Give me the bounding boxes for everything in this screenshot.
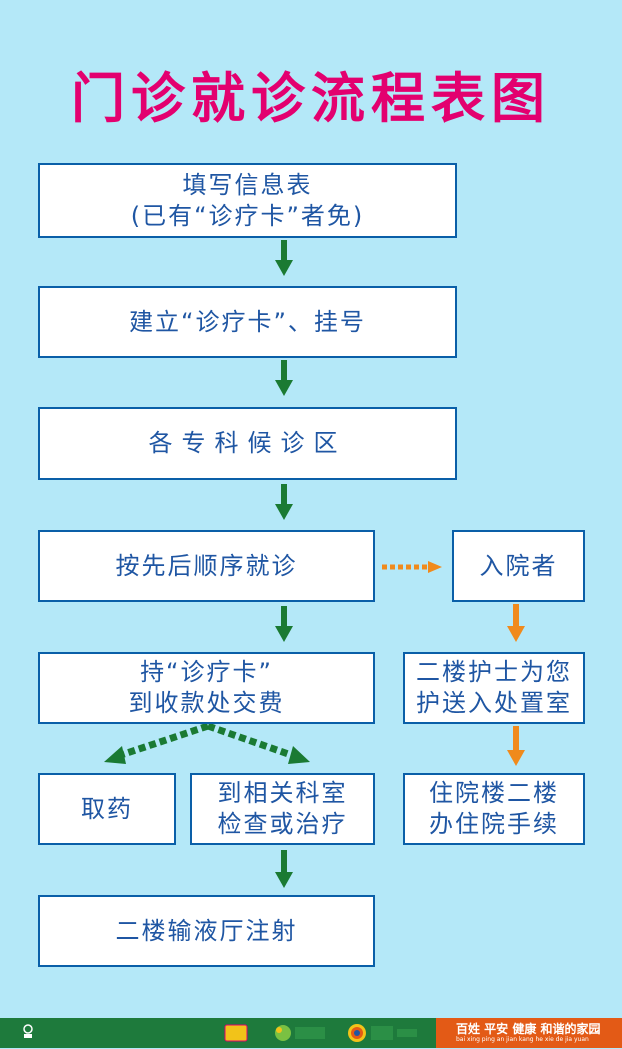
- step-nurse-escort-line1: 二楼护士为您: [416, 658, 572, 686]
- step-infusion: 二楼输液厅注射: [38, 895, 375, 967]
- footer-right-band: 百姓 平安 健康 和谐的家园 bai xing ping an jian kan…: [436, 1018, 622, 1048]
- step-fill-form-line1: 填写信息表: [182, 170, 313, 199]
- step-inpatient-line2: 办住院手续: [429, 810, 559, 838]
- step-fill-form-line2: (已有“诊疗卡”者免): [130, 201, 365, 230]
- step-nurse-escort: 二楼护士为您 护送入处置室: [403, 652, 585, 724]
- page-title: 门诊就诊流程表图: [71, 67, 551, 130]
- arrow-down-2: [275, 360, 293, 396]
- arrow-down-orange-2: [507, 726, 525, 766]
- step-dept-wait: 各专科候诊区: [38, 407, 457, 480]
- arrow-diagonal-left: [104, 722, 210, 764]
- arrow-right-orange: [382, 561, 442, 573]
- footer-slogan: 百姓 平安 健康 和谐的家园: [456, 1022, 601, 1036]
- arrow-down-4: [275, 606, 293, 642]
- step-create-card: 建立“诊疗卡”、挂号: [38, 286, 457, 358]
- step-infusion-label: 二楼输液厅注射: [115, 916, 298, 945]
- step-get-medicine-label: 取药: [81, 794, 133, 823]
- footer-left-band: [0, 1018, 436, 1048]
- arrow-down-orange-1: [507, 604, 525, 642]
- step-pay-line2: 到收款处交费: [128, 689, 285, 717]
- footer: 百姓 平安 健康 和谐的家园 bai xing ping an jian kan…: [0, 1018, 622, 1048]
- step-nurse-escort-line2: 护送入处置室: [416, 689, 572, 717]
- step-dept-wait-label: 各专科候诊区: [148, 429, 347, 457]
- step-fill-form: 填写信息表 (已有“诊疗卡”者免): [38, 163, 457, 238]
- step-exam-line1: 到相关科室: [217, 779, 348, 807]
- step-pay-line1: 持“诊疗卡”: [140, 658, 273, 686]
- arrow-down-5: [275, 850, 293, 888]
- footer-slogan-pinyin: bai xing ping an jian kang he xie de jia…: [456, 1036, 589, 1043]
- arrow-diagonal-right: [206, 722, 310, 764]
- step-queue: 按先后顺序就诊: [38, 530, 375, 602]
- step-admitted: 入院者: [452, 530, 585, 602]
- step-inpatient: 住院楼二楼 办住院手续: [403, 773, 585, 845]
- hospital-logo-icon: [22, 1024, 34, 1040]
- step-queue-label: 按先后顺序就诊: [115, 551, 298, 580]
- step-admitted-label: 入院者: [479, 551, 558, 580]
- step-pay: 持“诊疗卡” 到收款处交费: [38, 652, 375, 724]
- step-create-card-label: 建立“诊疗卡”、挂号: [129, 307, 366, 336]
- step-exam-line2: 检查或治疗: [217, 810, 348, 838]
- arrow-down-3: [275, 484, 293, 520]
- footer-partner-logos: [205, 1021, 435, 1045]
- step-inpatient-line1: 住院楼二楼: [429, 779, 559, 807]
- step-get-medicine: 取药: [38, 773, 176, 845]
- step-exam: 到相关科室 检查或治疗: [190, 773, 375, 845]
- arrow-down-1: [275, 240, 293, 276]
